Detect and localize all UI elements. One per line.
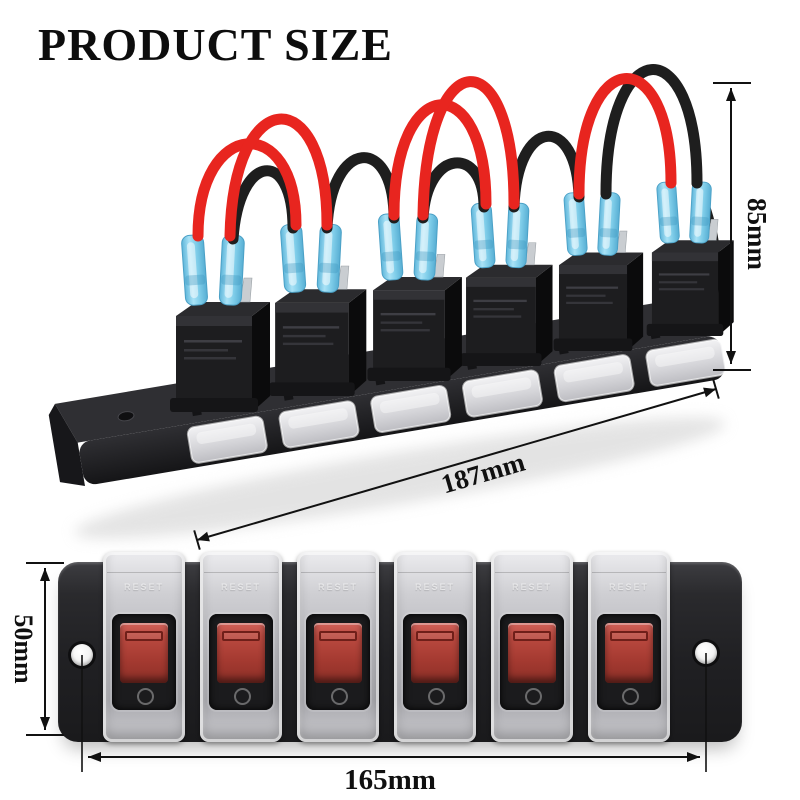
rocker-switch: [605, 623, 653, 683]
rocker-switch: [217, 623, 265, 683]
cover-seam: [495, 572, 569, 573]
tray-shadow: [74, 417, 726, 539]
height-dimension: [713, 82, 751, 371]
switch-unit: RESET: [491, 552, 573, 742]
rocker-switch: [314, 623, 362, 683]
cover-seam: [301, 572, 375, 573]
off-indicator: [331, 688, 348, 705]
off-indicator: [428, 688, 445, 705]
rocker-slot: [610, 631, 648, 641]
height-dimension-label: 85mm: [742, 198, 772, 270]
switch-window: [597, 614, 661, 710]
reset-print: RESET: [511, 582, 552, 592]
switch-unit: RESET: [588, 552, 670, 742]
off-indicator: [622, 688, 639, 705]
off-indicator: [234, 688, 251, 705]
reset-print: RESET: [317, 582, 358, 592]
switch-window: [112, 614, 176, 710]
rocker-slot: [125, 631, 163, 641]
rocker-slot: [416, 631, 454, 641]
reset-print: RESET: [123, 582, 164, 592]
page-title: PRODUCT SIZE: [38, 19, 393, 70]
red-jumper-wires: [192, 73, 677, 242]
reset-print: RESET: [608, 582, 649, 592]
switch-window: [306, 614, 370, 710]
cover-seam: [398, 572, 472, 573]
arrow-down: [726, 351, 736, 364]
rocker-slot: [222, 631, 260, 641]
rocker-switch: [120, 623, 168, 683]
rocker-switch: [411, 623, 459, 683]
switch-window: [500, 614, 564, 710]
arrow-up: [726, 88, 736, 101]
arrow-left: [197, 531, 210, 542]
cover-seam: [592, 572, 666, 573]
switch-unit: RESET: [103, 552, 185, 742]
jumper-wires: [192, 64, 703, 245]
off-indicator: [137, 688, 154, 705]
rocker-switch: [508, 623, 556, 683]
arrow-right: [703, 387, 716, 398]
cover-seam: [107, 572, 181, 573]
switch-unit: RESET: [394, 552, 476, 742]
switch-unit: RESET: [297, 552, 379, 742]
mounting-hole-left: [71, 644, 93, 666]
rocker-slot: [319, 631, 357, 641]
reset-print: RESET: [220, 582, 261, 592]
cover-seam: [204, 572, 278, 573]
reset-print: RESET: [414, 582, 455, 592]
switch-window: [209, 614, 273, 710]
rocker-slot: [513, 631, 551, 641]
switch-unit: RESET: [200, 552, 282, 742]
off-indicator: [525, 688, 542, 705]
front-covers-row: [186, 338, 727, 464]
mounting-hole-right: [695, 642, 717, 664]
switch-window: [403, 614, 467, 710]
perspective-product-view: 85mm 187mm: [48, 64, 772, 550]
